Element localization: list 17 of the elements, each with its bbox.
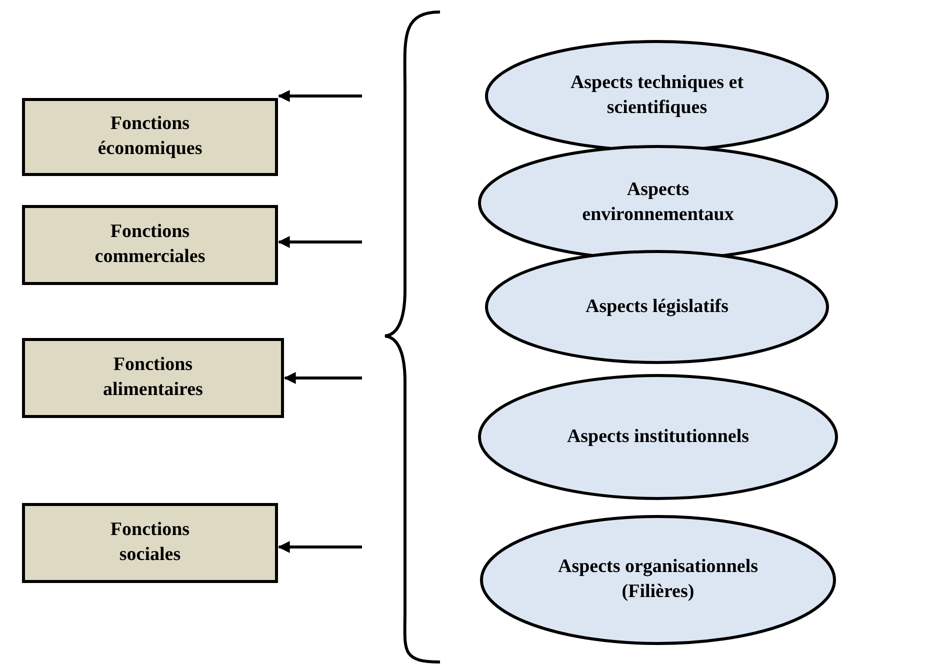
arrow	[284, 372, 362, 384]
arrow	[278, 90, 362, 102]
function-box	[22, 205, 278, 285]
node-label: Aspects organisationnels (Filières)	[556, 555, 760, 604]
node-label: Aspects législatifs	[585, 294, 728, 319]
node-label: Fonctions commerciales	[94, 220, 206, 269]
node-label: Fonctions économiques	[96, 112, 204, 161]
node-label: Aspects environnementaux	[581, 178, 735, 227]
node-label: Aspects institutionnels	[566, 424, 750, 449]
node-label: Aspects techniques et scientifiques	[569, 71, 745, 120]
function-box	[22, 338, 284, 418]
arrow	[278, 541, 362, 553]
node-label: Fonctions sociales	[109, 518, 191, 567]
function-box	[22, 503, 278, 583]
arrow	[278, 236, 362, 248]
node-label: Fonctions alimentaires	[102, 353, 204, 402]
function-box	[22, 98, 278, 176]
